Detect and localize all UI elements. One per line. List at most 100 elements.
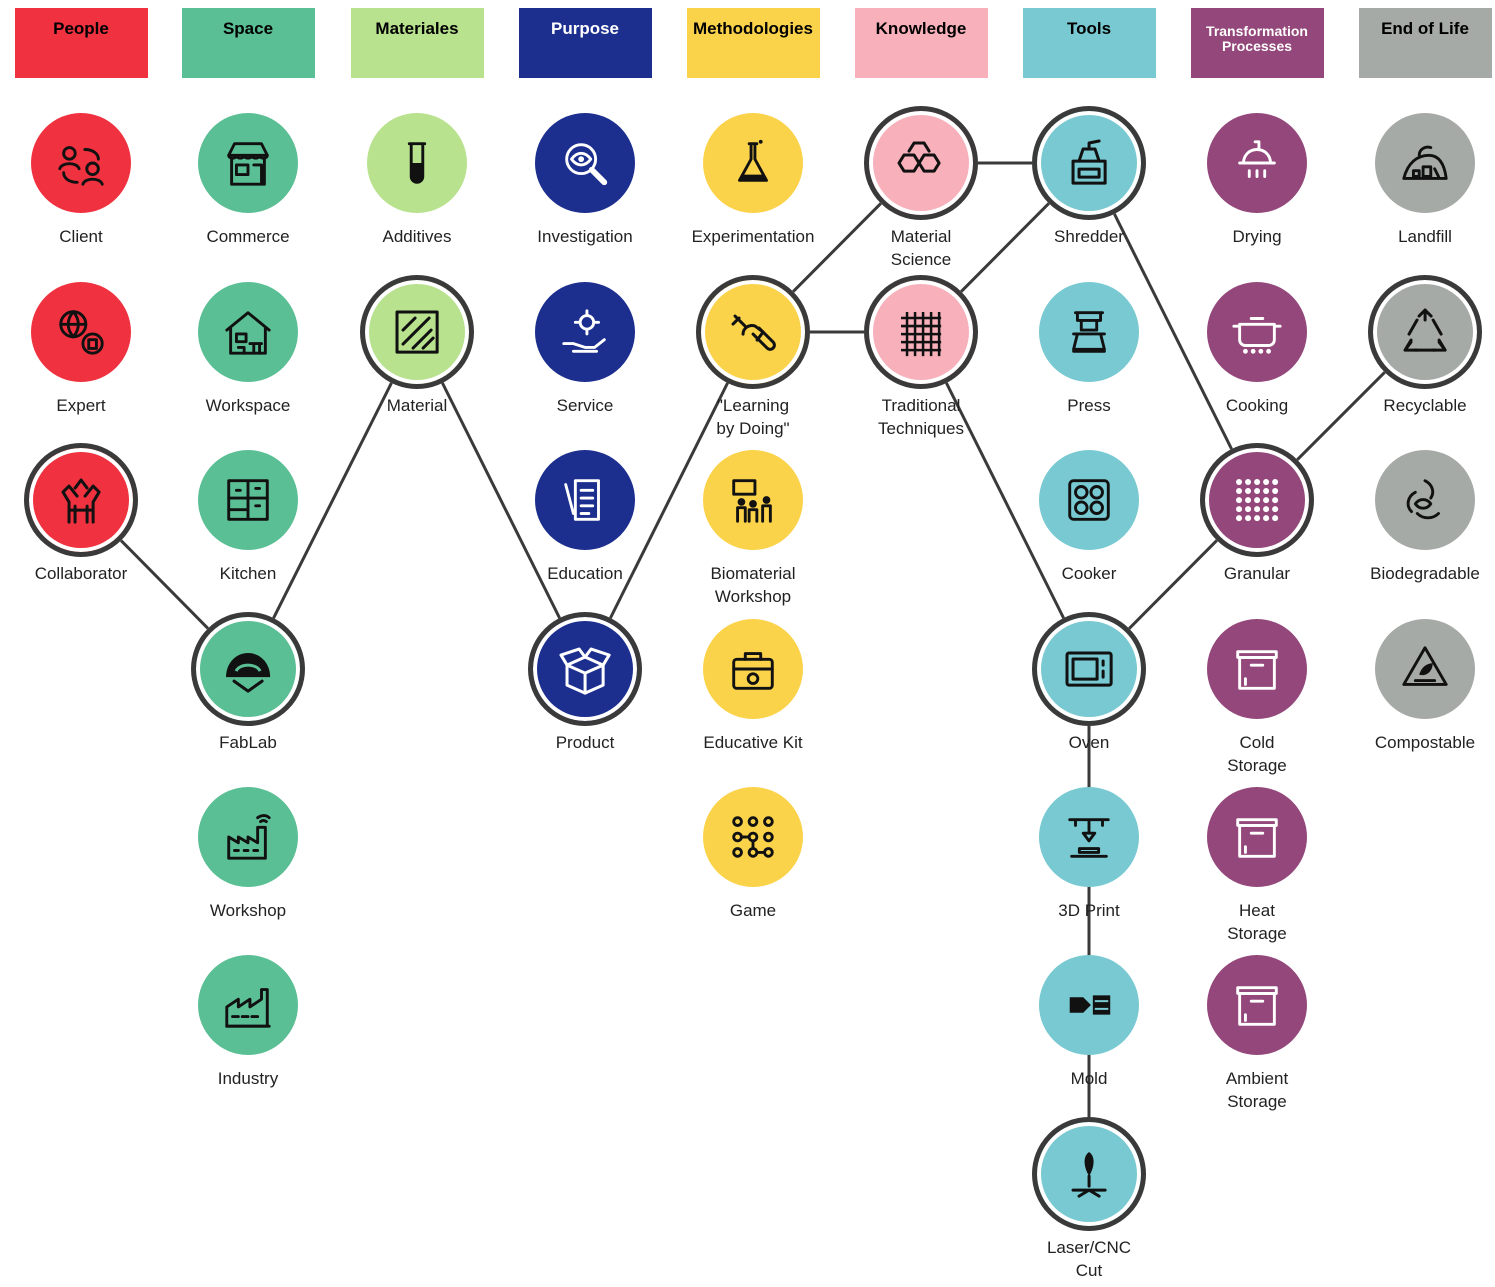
hexagon-molecule-icon — [897, 141, 941, 173]
weave-grid-icon — [864, 275, 978, 389]
storage-box-icon — [1236, 818, 1278, 858]
weave-grid-icon — [900, 311, 942, 357]
dome-icon — [225, 652, 271, 693]
node-label: Educative Kit — [703, 733, 803, 752]
drying-lamp-icon — [1238, 140, 1276, 178]
node-label: Workshop — [209, 901, 287, 920]
toolbox-icon — [703, 619, 803, 719]
toolbox-icon — [732, 652, 774, 690]
node-label: Industry — [217, 1069, 279, 1088]
node-label: Experimentation — [691, 227, 815, 246]
globe-expert-icon — [59, 310, 104, 355]
storage-box-icon — [1236, 986, 1278, 1026]
wrench-hand-icon — [731, 314, 776, 351]
document-pencil-icon — [535, 450, 635, 550]
cooking-pot-icon — [1207, 282, 1307, 382]
group-board-icon — [732, 479, 772, 523]
bio-cycle-icon — [1406, 479, 1440, 520]
factory-icon — [225, 988, 271, 1028]
cooking-pot-icon — [1232, 317, 1282, 354]
material-swatch-icon — [395, 310, 439, 354]
node-label: Cooking — [1225, 396, 1289, 415]
smart-factory-icon — [227, 814, 271, 860]
compost-icon — [1375, 619, 1475, 719]
node-label: Product — [555, 733, 615, 752]
node-label: Biodegradable — [1370, 564, 1480, 583]
wrench-hand-icon — [696, 275, 810, 389]
node-label: Traditional Techniques — [877, 396, 964, 438]
group-board-icon — [703, 450, 803, 550]
globe-expert-icon — [31, 282, 131, 382]
dots-grid-icon — [1235, 478, 1279, 522]
header-transformation: Transformation Processes — [1190, 8, 1324, 78]
laser-cut-icon — [1032, 1117, 1146, 1231]
printer-3d-icon — [1039, 787, 1139, 887]
node-label: Education — [547, 564, 623, 583]
node-label: Mold — [1070, 1069, 1108, 1088]
link-collaborator-fablab — [119, 539, 210, 630]
people-swap-icon — [31, 113, 131, 213]
node-label: Drying — [1232, 227, 1282, 246]
node-label: Recyclable — [1383, 396, 1467, 415]
recycle-icon — [1403, 308, 1447, 352]
node-label: Additives — [382, 227, 452, 246]
flask-icon — [738, 139, 768, 182]
header-endoflife: End of Life — [1358, 8, 1492, 78]
node-label: Ambient Storage — [1225, 1069, 1289, 1111]
header-people: People — [14, 8, 148, 78]
header-knowledge: Knowledge — [854, 8, 988, 78]
link-material-product — [441, 382, 561, 619]
test-tube-icon — [407, 142, 427, 184]
hand-gear-icon — [562, 309, 606, 353]
grinder-icon — [1071, 139, 1107, 185]
node-label: Biomaterial Workshop — [710, 564, 796, 606]
open-box-icon — [559, 647, 611, 695]
node-label: Commerce — [206, 227, 290, 246]
node-label: Material — [386, 396, 448, 415]
node-label: Material Science — [890, 227, 952, 269]
people-swap-icon — [58, 146, 104, 186]
storage-box-icon — [1207, 955, 1307, 1055]
node-label: Service — [556, 396, 614, 415]
microwave-icon — [1065, 651, 1113, 687]
node-label: Kitchen — [219, 564, 277, 583]
stovetop-icon — [1039, 450, 1139, 550]
node-label: Press — [1067, 396, 1111, 415]
node-label: Granular — [1223, 564, 1291, 583]
header-materiales: Materiales — [350, 8, 484, 78]
link-granular-recyclable — [1296, 371, 1386, 461]
link-fablab-material — [272, 382, 393, 619]
test-tube-icon — [367, 113, 467, 213]
node-label: Investigation — [537, 227, 633, 246]
stovetop-icon — [1068, 479, 1110, 521]
node-label: Oven — [1068, 733, 1110, 752]
mold-icon — [1069, 995, 1111, 1015]
node-label: "Learning by Doing" — [716, 396, 790, 438]
node-label: Cold Storage — [1227, 733, 1287, 775]
link-learning-materialscience — [792, 202, 882, 293]
magnifier-eye-icon — [565, 143, 608, 186]
link-traditional-shredder — [960, 202, 1050, 293]
printer-3d-icon — [1068, 818, 1110, 858]
microwave-icon — [1032, 612, 1146, 726]
storefront-icon — [198, 113, 298, 213]
house-desk-icon — [225, 311, 271, 355]
node-label: Shredder — [1054, 227, 1124, 246]
node-grid-icon — [703, 787, 803, 887]
kitchen-cabinets-icon — [227, 479, 269, 521]
storage-box-icon — [1236, 650, 1278, 690]
kitchen-cabinets-icon — [198, 450, 298, 550]
compost-icon — [1402, 646, 1448, 686]
header-purpose: Purpose — [518, 8, 652, 78]
link-traditional-oven — [945, 382, 1065, 619]
node-label: Landfill — [1398, 227, 1452, 246]
node-label: Compostable — [1374, 733, 1476, 752]
dome-icon — [191, 612, 305, 726]
link-shredder-granular — [1113, 213, 1233, 450]
open-box-icon — [528, 612, 642, 726]
node-label: Cooker — [1061, 564, 1117, 583]
document-pencil-icon — [564, 479, 600, 521]
recycle-icon — [1368, 275, 1482, 389]
drying-lamp-icon — [1207, 113, 1307, 213]
storefront-icon — [227, 142, 269, 186]
